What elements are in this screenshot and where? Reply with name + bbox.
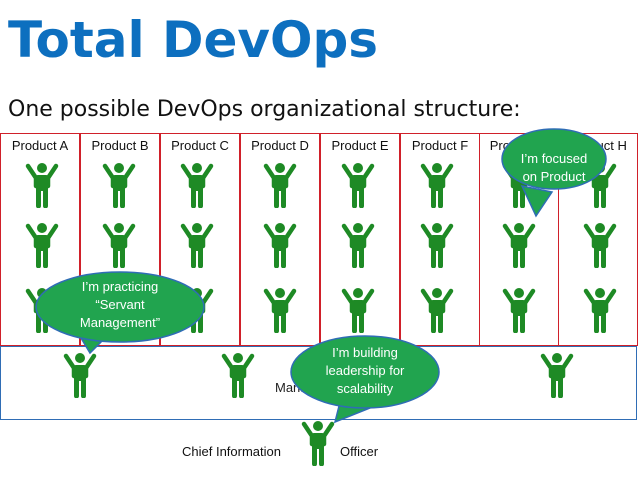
product-column: Product B	[80, 133, 160, 346]
team-member-icon	[419, 162, 455, 208]
team-member-icon	[24, 222, 60, 268]
bubble-shape	[290, 335, 440, 424]
product-column: Product C	[160, 133, 240, 346]
speech-bubble-servant-management: I’m practicing “Servant Management”	[35, 270, 205, 355]
product-column: Product A	[0, 133, 80, 346]
bubble-text: I’m focused on Product	[520, 151, 588, 184]
team-member-icon	[24, 162, 60, 208]
product-column-label: Product F	[411, 138, 469, 153]
product-column-label: Product A	[11, 138, 69, 153]
manager-icon	[220, 352, 256, 398]
cio-label-left: Chief Information	[182, 444, 281, 459]
product-column: Product D	[240, 133, 320, 346]
bubble-text: I’m practicing “Servant Management”	[79, 279, 161, 330]
product-column-label: Product C	[171, 138, 229, 153]
team-member-icon	[340, 162, 376, 208]
page-title: Total DevOps	[8, 11, 379, 69]
team-member-icon	[101, 222, 137, 268]
team-member-icon	[582, 287, 618, 333]
team-member-icon	[501, 287, 537, 333]
page-subtitle: One possible DevOps organizational struc…	[8, 97, 521, 122]
product-column-label: Product B	[91, 138, 149, 153]
team-member-icon	[340, 287, 376, 333]
team-member-icon	[340, 222, 376, 268]
team-member-icon	[262, 162, 298, 208]
manager-icon	[539, 352, 575, 398]
cio-icon	[300, 420, 336, 466]
team-member-icon	[179, 222, 215, 268]
bubble-shape	[35, 271, 205, 355]
team-member-icon	[179, 162, 215, 208]
cio-label-right: Officer	[340, 444, 379, 459]
manager-icon	[62, 352, 98, 398]
team-member-icon	[582, 222, 618, 268]
team-member-icon	[419, 222, 455, 268]
speech-bubble-product-focus: I’m focused on Product	[500, 128, 608, 218]
team-member-icon	[101, 162, 137, 208]
bubble-shape	[501, 128, 607, 218]
team-member-icon	[419, 287, 455, 333]
product-column-label: Product D	[251, 138, 309, 153]
team-member-icon	[262, 222, 298, 268]
bubble-text: I’m building leadership for scalability	[325, 345, 405, 396]
team-member-icon	[501, 222, 537, 268]
team-member-icon	[262, 287, 298, 333]
speech-bubble-leadership: I’m building leadership for scalability	[290, 334, 440, 424]
product-column-label: Product E	[331, 138, 389, 153]
